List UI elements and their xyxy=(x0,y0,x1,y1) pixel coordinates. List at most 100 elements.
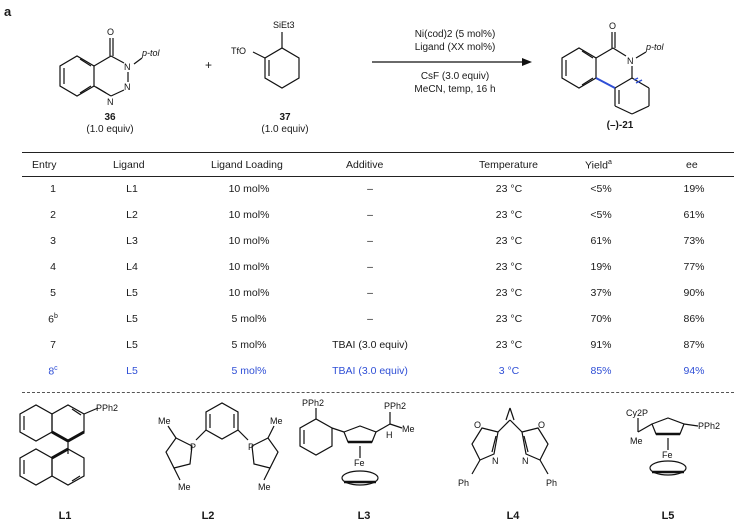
cell-yield-text: 19% xyxy=(590,261,612,273)
cell-entry: 3 xyxy=(0,235,113,247)
cell-temperature-text: 23 °C xyxy=(495,183,523,195)
atom-label: Me xyxy=(258,482,271,492)
cell-ee: 90% xyxy=(634,287,737,299)
cell-entry: 4 xyxy=(0,261,113,273)
cell-additive: – xyxy=(310,235,430,247)
atom-label: SiEt3 xyxy=(273,20,295,30)
cell-loading-text: 5 mol% xyxy=(231,339,267,351)
cell-additive: – xyxy=(310,261,430,273)
atom-label: PPh2 xyxy=(96,403,118,413)
atom-label: O xyxy=(609,21,616,31)
atom-label: PPh2 xyxy=(698,421,720,431)
ligand-l3-structure: PPh2 PPh2 Fe H Me xyxy=(299,398,415,486)
reactant-36-structure: O N N N p-tol xyxy=(59,27,161,107)
atom-label: PPh2 xyxy=(302,398,324,408)
cell-ee-text: 77% xyxy=(683,261,705,273)
cell-temperature: 23 °C xyxy=(449,261,569,273)
cell-ee: 94% xyxy=(634,365,737,377)
cell-yield-text: 85% xyxy=(590,365,612,377)
cell-additive-text: – xyxy=(367,313,373,325)
cell-loading-text: 10 mol% xyxy=(228,287,270,299)
cell-temperature-text: 23 °C xyxy=(495,209,523,221)
yield-footnote-marker: a xyxy=(607,159,612,166)
atom-label: N xyxy=(522,456,529,466)
cell-entry: 1 xyxy=(0,183,113,195)
cell-additive: – xyxy=(310,183,430,195)
cell-ligand-text: L5 xyxy=(126,287,138,299)
table-header-rule xyxy=(22,176,734,177)
atom-label: N xyxy=(107,97,114,107)
atom-label: N xyxy=(627,56,634,66)
cell-entry-text: 1 xyxy=(50,183,56,195)
cell-ligand: L5 xyxy=(72,339,192,351)
cell-temperature-text: 23 °C xyxy=(495,261,523,273)
atom-label: Cy2P xyxy=(626,408,648,418)
footnote-marker: c xyxy=(54,365,58,372)
cell-ligand: L5 xyxy=(72,313,192,325)
cell-loading-text: 10 mol% xyxy=(228,209,270,221)
cell-loading-text: 5 mol% xyxy=(231,313,267,325)
cell-temperature: 23 °C xyxy=(449,183,569,195)
cell-loading: 10 mol% xyxy=(189,287,309,299)
cell-ee: 86% xyxy=(634,313,737,325)
header-yield: Yielda xyxy=(585,159,612,172)
cell-yield: 91% xyxy=(541,339,661,351)
atom-label: Me xyxy=(178,482,191,492)
cell-yield-text: 61% xyxy=(590,235,612,247)
cell-ee-text: 87% xyxy=(683,339,705,351)
atom-label: Fe xyxy=(662,450,673,460)
cell-ligand: L1 xyxy=(72,183,192,195)
atom-label: PPh2 xyxy=(384,401,406,411)
ligand-l2-structure: Me P P Me Me Me xyxy=(158,402,283,492)
header-additive: Additive xyxy=(346,159,384,171)
atom-label: Fe xyxy=(354,458,365,468)
cell-temperature-text: 23 °C xyxy=(495,313,523,325)
cell-yield: 19% xyxy=(541,261,661,273)
cell-ligand-text: L2 xyxy=(126,209,138,221)
cell-ligand-text: L5 xyxy=(126,339,138,351)
cell-temperature: 23 °C xyxy=(449,209,569,221)
cell-entry: 7 xyxy=(0,339,113,351)
conditions-top-2: Ligand (XX mol%) xyxy=(414,42,496,53)
ligand-label-l5: L5 xyxy=(661,510,675,522)
cell-ee: 73% xyxy=(634,235,737,247)
conditions-top-1: Ni(cod)2 (5 mol%) xyxy=(414,29,496,40)
cell-additive: – xyxy=(310,209,430,221)
product-structure: O N p-tol xyxy=(561,21,665,115)
cell-ee-text: 90% xyxy=(683,287,705,299)
cell-ligand: L2 xyxy=(72,209,192,221)
atom-label: P xyxy=(248,442,254,452)
cell-ligand: L3 xyxy=(72,235,192,247)
atom-label: Me xyxy=(630,436,643,446)
substituent-label: p-tol xyxy=(645,42,665,52)
dashed-separator xyxy=(22,392,734,393)
cell-additive: – xyxy=(310,287,430,299)
cell-additive-text: – xyxy=(367,183,373,195)
cell-temperature: 23 °C xyxy=(449,339,569,351)
cell-ligand-text: L5 xyxy=(126,365,138,377)
cell-yield: 70% xyxy=(541,313,661,325)
reaction-arrow xyxy=(372,58,532,66)
ligand-label-l4: L4 xyxy=(506,510,520,522)
cell-additive-text: TBAI (3.0 equiv) xyxy=(332,365,408,377)
cell-temperature-text: 23 °C xyxy=(495,235,523,247)
atom-label: P xyxy=(190,442,196,452)
product-label: (–)-21 xyxy=(606,120,634,131)
cell-loading: 10 mol% xyxy=(189,235,309,247)
ligand-label-l1: L1 xyxy=(58,510,72,522)
atom-label: N xyxy=(492,456,499,466)
cell-additive-text: – xyxy=(367,209,373,221)
reactant-36-number: 36 xyxy=(104,112,116,123)
table-top-rule xyxy=(22,152,734,153)
cell-temperature: 23 °C xyxy=(449,287,569,299)
reactant-36-equiv: (1.0 equiv) xyxy=(86,124,134,135)
cell-ligand: L5 xyxy=(72,287,192,299)
atom-label: H xyxy=(386,430,393,440)
cell-entry: 8c xyxy=(0,365,113,378)
cell-entry-text: 7 xyxy=(50,339,56,351)
cell-yield-text: 37% xyxy=(590,287,612,299)
cell-temperature-text: 3 °C xyxy=(498,365,520,377)
cell-loading-text: 5 mol% xyxy=(231,365,267,377)
cell-ligand-text: L5 xyxy=(126,313,138,325)
cell-entry: 5 xyxy=(0,287,113,299)
